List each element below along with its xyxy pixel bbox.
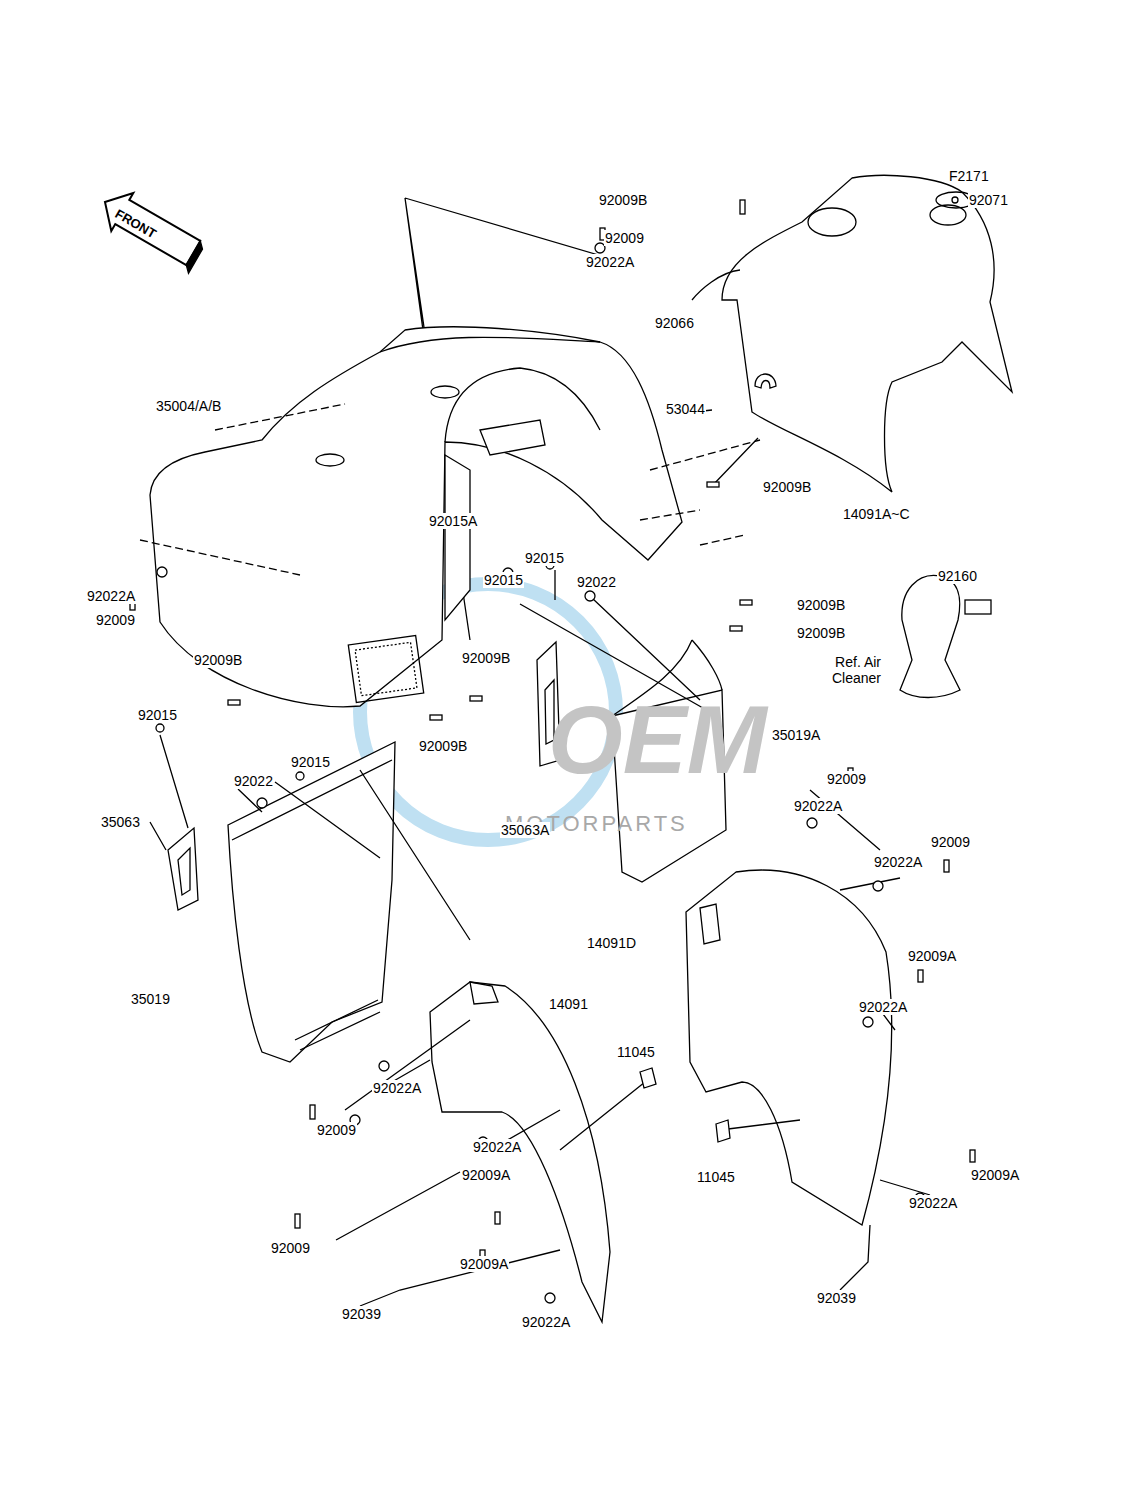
callout-number: 92009 — [930, 834, 971, 850]
fender-stay — [445, 455, 470, 620]
callout-number: 92015 — [483, 572, 524, 588]
callout-number: 14091 — [548, 996, 589, 1012]
tank-cover — [722, 175, 1012, 492]
fender-plate — [355, 642, 417, 695]
callout-number: 92009B — [193, 652, 243, 668]
callout-number: 35019 — [130, 991, 171, 1007]
fender-stay — [480, 420, 545, 455]
callout-number: 11045 — [616, 1044, 656, 1060]
callout-number: 11045 — [696, 1169, 736, 1185]
callout-number: 92009 — [316, 1122, 357, 1138]
dashed-leader — [140, 404, 345, 575]
callout-number: 92009A — [970, 1167, 1020, 1183]
fender-tab — [470, 982, 498, 1004]
callout-number: 92071 — [968, 192, 1009, 208]
fastener — [130, 197, 975, 1303]
callout-number: 92022 — [576, 574, 617, 590]
callout-number: 92015 — [524, 550, 565, 566]
bracket — [168, 828, 198, 910]
mud-flap — [228, 742, 395, 1062]
inner-fender — [430, 982, 610, 1322]
callout-number: 92066 — [654, 315, 695, 331]
callout-number: 92009B — [796, 625, 846, 641]
callout-number: 92022A — [521, 1314, 571, 1330]
callout-number: 35063A — [500, 822, 550, 838]
seal-92160 — [965, 600, 991, 614]
callout-number: 92009B — [418, 738, 468, 754]
callout-number: 35004/A/B — [155, 398, 222, 414]
callout-number: 92160 — [937, 568, 978, 584]
fender-tab — [700, 904, 720, 944]
callout-number: 92009B — [796, 597, 846, 613]
callout-number: 92022A — [472, 1139, 522, 1155]
callout-number: 92009 — [95, 612, 136, 628]
leader-line — [685, 270, 758, 486]
leader-line — [336, 790, 930, 1306]
callout-number: 35019A — [771, 727, 821, 743]
air-cleaner — [900, 575, 960, 697]
leader-line — [150, 735, 188, 850]
leader-line — [238, 770, 470, 940]
callout-number: 92009A — [459, 1256, 509, 1272]
callout-number: 92015 — [137, 707, 178, 723]
fender-hole — [316, 454, 344, 466]
callout-number: 92022A — [873, 854, 923, 870]
callout-number: 92022A — [585, 254, 635, 270]
callout-number: 92015A — [428, 513, 478, 529]
rod-11045 — [560, 1078, 800, 1150]
callout-number: 92009B — [461, 650, 511, 666]
fender-plate — [348, 636, 423, 703]
bracket-slot — [178, 848, 190, 895]
callout-number: 92022A — [372, 1080, 422, 1096]
trim-53044 — [755, 374, 776, 388]
callout-number: 92039 — [341, 1306, 382, 1322]
dashed-leader — [640, 440, 760, 545]
callout-number: 92009A — [907, 948, 957, 964]
reference-note: Ref. Air Cleaner — [795, 654, 881, 686]
clamp — [640, 1068, 730, 1142]
callout-number: 92022A — [86, 588, 136, 604]
callout-number: 92009 — [270, 1240, 311, 1256]
callout-number: 92022 — [233, 773, 274, 789]
callout-number: 35063 — [100, 814, 141, 830]
callout-number: 14091D — [586, 935, 637, 951]
front-fender — [150, 327, 682, 707]
fender-detail — [380, 337, 600, 442]
flap-detail — [232, 760, 392, 1050]
callout-number: 92022A — [793, 798, 843, 814]
callout-number: 53044 — [665, 401, 706, 417]
fender-hole — [431, 386, 459, 398]
front-arrow — [94, 183, 210, 275]
callout-number: 92009 — [604, 230, 645, 246]
watermark-logo: OEM — [548, 690, 767, 790]
callout-number: 92009B — [762, 479, 812, 495]
callout-number: 14091A~C — [842, 506, 911, 522]
callout-number: 92022A — [858, 999, 908, 1015]
callout-number: 92009B — [598, 192, 648, 208]
cover-hole — [808, 208, 856, 236]
callout-number: F2171 — [948, 168, 990, 184]
callout-number: 92009 — [826, 771, 867, 787]
callout-number: 92039 — [816, 1290, 857, 1306]
callout-number: 92009A — [461, 1167, 511, 1183]
callout-number: 92022A — [908, 1195, 958, 1211]
callout-number: 92015 — [290, 754, 331, 770]
inner-fender — [686, 870, 892, 1225]
